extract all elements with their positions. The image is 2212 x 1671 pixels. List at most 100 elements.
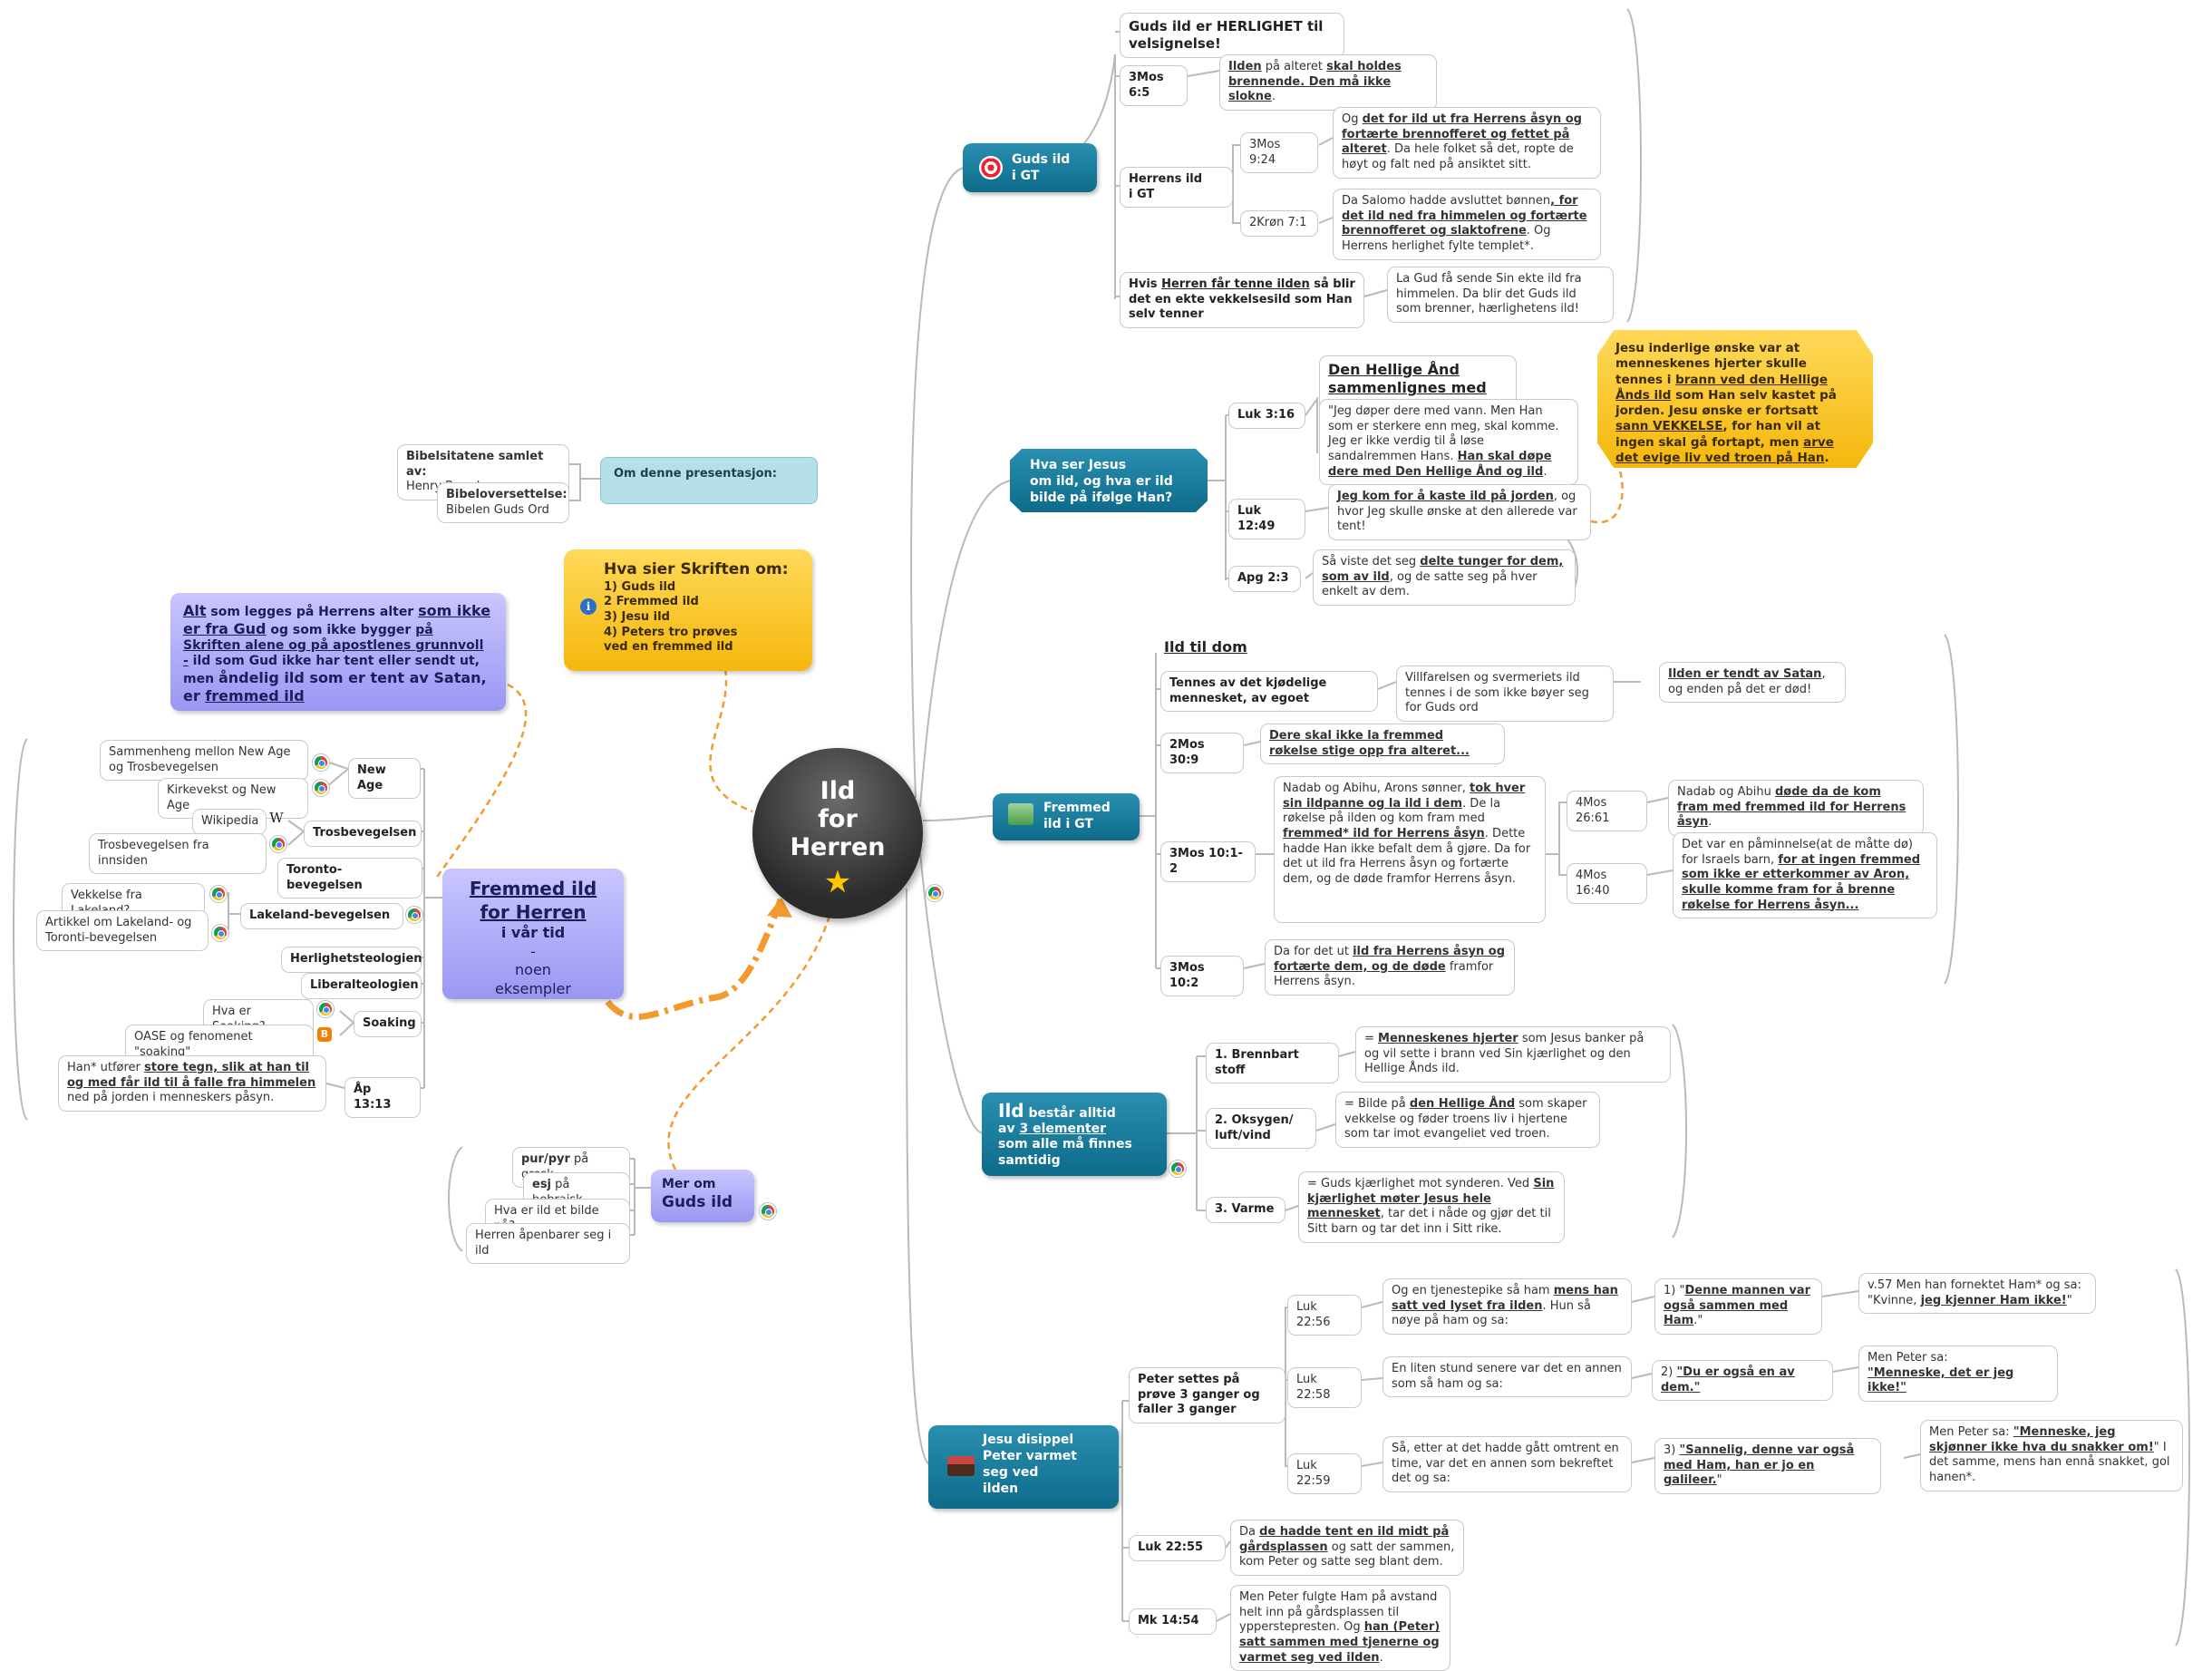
callout-text-2: brann ved den Hellige Ånds ild [1615,372,1829,403]
peter-luk-22-59[interactable]: Luk 22:59 [1287,1453,1362,1495]
peter-mk-14-54-leaf[interactable]: Men Peter fulgte Ham på avstand helt inn… [1230,1585,1450,1671]
fremmed-2mos-30-9[interactable]: 2Mos 30:9 [1160,733,1244,774]
jesus-luk-12-49-leaf[interactable]: Jeg kom for å kaste ild på jorden, og hv… [1328,484,1591,540]
new-age-leaf-1[interactable]: Sammenheng mellon New Age og Trosbevegel… [100,740,308,782]
fremmed-dom[interactable]: Ild til dom [1164,638,1247,656]
chrome-icon[interactable] [212,925,228,941]
chrome-icon[interactable] [1169,1161,1186,1177]
fremmed-4mos-16-40[interactable]: 4Mos 16:40 [1567,863,1647,905]
herlighet-node[interactable]: Herlighetsteologien [281,947,422,973]
lakeland-leaf-2[interactable]: Artikkel om Lakeland- og Toronti-bevegel… [36,910,209,952]
chrome-icon[interactable] [270,836,286,852]
altar-text-6: ild som Gud ikke har tent eller sendt ut… [183,654,480,687]
chrome-icon[interactable] [210,886,227,902]
strange-fire-gt-topic[interactable]: Fremmed ild i GT [993,793,1140,840]
gt-3mos-6-5[interactable]: 3Mos 6:5 [1120,65,1188,107]
gt-3mos-9-24-leaf[interactable]: Og det for ild ut fra Herrens åsyn og fo… [1333,107,1601,179]
ap-13-13-leaf[interactable]: Han* utfører store tegn, slik at han til… [58,1055,326,1112]
gt-glory[interactable]: Guds ild er HERLIGHET til velsignelse! [1120,13,1344,59]
about-presentation-topic[interactable]: Om denne presentasjon: [600,457,818,504]
altar-topic[interactable]: Alt som legges på Herrens alter som ikke… [170,593,506,711]
soaking-node[interactable]: Soaking [354,1011,422,1037]
k71-text-2: , for det ild ned fra himmelen og fortær… [1342,194,1587,238]
info-icon[interactable]: i [580,598,597,615]
chrome-icon[interactable] [317,1001,334,1017]
fremmed-2mos-30-9-leaf[interactable]: Dere skal ikke la fremmed røkelse stige … [1260,724,1505,765]
blogger-icon[interactable]: B [317,1027,332,1042]
peter-luk-22-56-leaf[interactable]: Og en tjenestepike så ham mens han satt … [1382,1278,1632,1335]
jesus-view-topic[interactable]: Hva ser Jesus om ild, og hva er ild bild… [1010,449,1208,512]
gt-3mos-6-5-leaf[interactable]: Ilden på alteret skal holdes brennende. … [1219,54,1437,111]
peter-test[interactable]: Peter settes på prøve 3 ganger og faller… [1129,1367,1285,1423]
fremmed-3mos-10-1[interactable]: 3Mos 10:1-2 [1160,841,1256,883]
peter-question-2[interactable]: 2) "Du er også en av dem." [1652,1360,1833,1402]
fremmed-3mos-10-2[interactable]: 3Mos 10:2 [1160,956,1244,997]
chrome-icon[interactable] [406,907,422,923]
fremmed-tennes[interactable]: Tennes av det kjødelige mennesket, av eg… [1160,671,1378,713]
element-fuel[interactable]: 1. Brennbart stoff [1206,1043,1339,1084]
jesus-apg-2-3[interactable]: Apg 2:3 [1228,566,1301,592]
peter-answer-1[interactable]: v.57 Men han fornektet Ham* og sa: "Kvin… [1858,1273,2096,1315]
about-translation-leaf[interactable]: Bibeloversettelse: Bibelen Guds Ord [437,482,569,524]
jesus-apg-2-3-leaf[interactable]: Så viste det seg delte tunger for dem, s… [1313,549,1576,606]
jesus-desire-callout[interactable]: Jesu inderlige ønske var at menneskenes … [1597,330,1873,468]
gt-3mos-9-24[interactable]: 3Mos 9:24 [1240,132,1318,174]
peter-luk-22-58-leaf[interactable]: En liten stund senere var det en annen s… [1382,1356,1632,1398]
peter-mk-14-54[interactable]: Mk 14:54 [1129,1608,1217,1635]
peter-luk-22-55[interactable]: Luk 22:55 [1129,1535,1226,1561]
fremmed-4mos-16-40-leaf[interactable]: Det var en påminnelse(at de måtte dø) fo… [1673,832,1937,919]
fremmed-3mos-10-1-leaf[interactable]: Nadab og Abihu, Arons sønner, tok hver s… [1274,776,1546,923]
tros-node[interactable]: Trosbevegelsen [304,821,422,847]
peter-luk-22-55-leaf[interactable]: Da de hadde tent en ild midt på gårdspla… [1230,1520,1464,1576]
element-oxygen-leaf[interactable]: = Bilde på den Hellige Ånd som skaper ve… [1335,1092,1600,1148]
gt-herrens-ild[interactable]: Herrens ild i GT [1120,167,1233,209]
peter-answer-3[interactable]: Men Peter sa: "Menneske, jeg skjønner ik… [1920,1420,2183,1491]
jesus-luk-12-49[interactable]: Luk 12:49 [1228,499,1305,540]
fremmed-4mos-26-61-leaf[interactable]: Nadab og Abihu døde da de kom fram med f… [1668,780,1924,836]
chrome-icon[interactable] [313,780,329,796]
element-oxygen[interactable]: 2. Oksygen/ luft/vind [1206,1108,1316,1150]
hvis-text-3: så blir det en ekte vekkelsesild som Han… [1129,277,1355,322]
tros-leaf-wikipedia[interactable]: Wikipedia [192,809,267,835]
gt-2kron-7-1-leaf[interactable]: Da Salomo hadde avsluttet bønnen, for de… [1333,189,1601,260]
fremmed-tennes-leaf[interactable]: Villfarelsen og svermeriets ild tennes i… [1396,665,1614,722]
element-heat-leaf[interactable]: = Guds kjærlighet mot synderen. Ved Sin … [1298,1171,1565,1243]
gt-hvis-leaf[interactable]: La Gud få sende Sin ekte ild fra himmele… [1387,267,1614,323]
fremmed-tennes-leaf-2[interactable]: Ilden er tendt av Satan, og enden på det… [1659,662,1846,704]
chrome-icon[interactable] [313,754,329,771]
liberal-node[interactable]: Liberalteologien [301,973,422,999]
chrome-icon[interactable] [760,1203,776,1219]
l2255-text-1: Da [1239,1525,1260,1539]
three-elements-topic[interactable]: Ild består alltid av 3 elementer som all… [982,1093,1167,1176]
fremmed-4mos-26-61[interactable]: 4Mos 26:61 [1567,791,1647,832]
peter-luk-22-58[interactable]: Luk 22:58 [1287,1367,1362,1409]
strange-line-3: i vår tid [500,924,566,942]
element-heat[interactable]: 3. Varme [1206,1197,1285,1223]
gt-hvis[interactable]: Hvis Herren får tenne ilden så blir det … [1120,272,1364,328]
wikipedia-icon[interactable]: W [269,810,284,826]
lakeland-node[interactable]: Lakeland-bevegelsen [240,903,403,929]
toronto-node[interactable]: Toronto-bevegelsen [277,858,422,899]
ap-text-1: Han* utfører [67,1061,145,1074]
peter-answer-2[interactable]: Men Peter sa:"Menneske, det er jeg ikke!… [1858,1346,2058,1402]
peter-luk-22-59-leaf[interactable]: Så, etter at det hadde gått omtrent en t… [1382,1436,1632,1492]
chrome-icon[interactable] [927,885,943,901]
peter-luk-22-56[interactable]: Luk 22:56 [1287,1295,1362,1336]
about-collected-leaf[interactable]: Bibelsitatene samlet av: Henry Baardsen [397,444,569,500]
tros-leaf-inside[interactable]: Trosbevegelsen fra innsiden [89,833,267,875]
scripture-topic[interactable]: Hva sier Skriften om: 1) Guds ild 2 Frem… [564,549,812,671]
strange-fire-topic[interactable]: Fremmed ild for Herren i vår tid - noen … [442,869,624,999]
more-fire-topic[interactable]: Mer om Guds ild [651,1170,754,1222]
new-age-node[interactable]: New Age [348,758,421,800]
jesus-luk-3-16[interactable]: Luk 3:16 [1228,403,1305,429]
ap-13-13-node[interactable]: Åp 13:13 [344,1077,421,1119]
fremmed-3mos-10-2-leaf[interactable]: Da for det ut ild fra Herrens åsyn og fo… [1265,939,1515,996]
elements-text-4: 3 elementer [1019,1122,1106,1137]
element-fuel-leaf[interactable]: = Menneskenes hjerter som Jesus banker p… [1355,1026,1671,1083]
peter-question-3[interactable]: 3) "Sannelig, denne var også med Ham, ha… [1654,1438,1881,1494]
more-leaf-reveals[interactable]: Herren åpenbarer seg i ild [466,1223,630,1265]
jesus-luk-3-16-leaf[interactable]: "Jeg døper dere med vann. Men Han som er… [1319,399,1578,486]
peter-question-1[interactable]: 1) "Denne mannen var også sammen med Ham… [1654,1278,1822,1335]
gt-2kron-7-1[interactable]: 2Krøn 7:1 [1240,210,1318,237]
